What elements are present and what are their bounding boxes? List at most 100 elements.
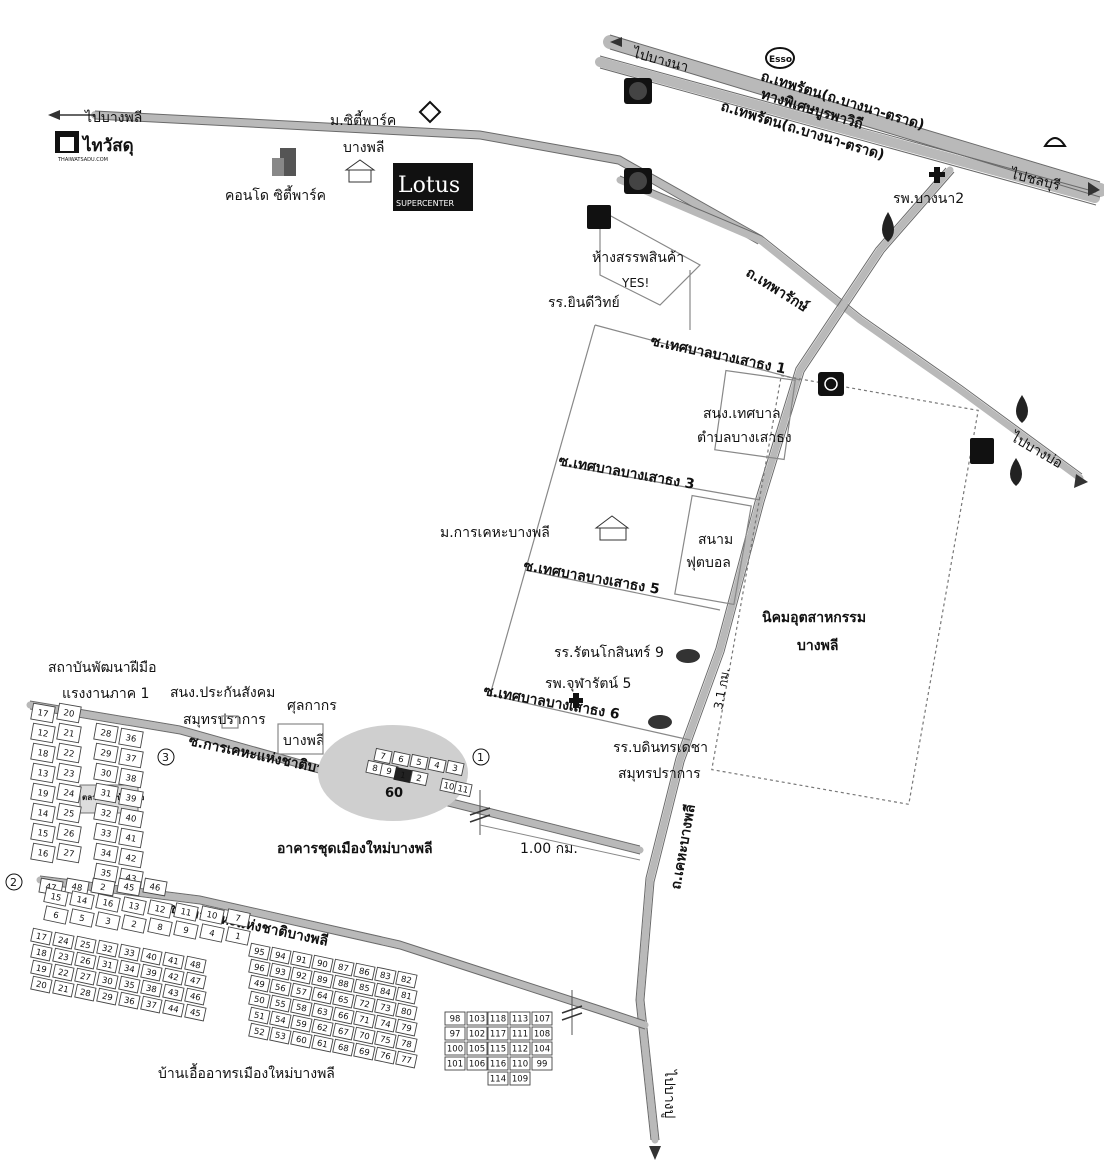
svg-text:50: 50 (253, 995, 266, 1007)
lot: 97 (444, 1026, 466, 1041)
svg-text:71: 71 (358, 1015, 371, 1027)
direction-to-bangphli: ไปบางพลี (48, 109, 142, 126)
lot: 96 (248, 958, 271, 977)
svg-text:1: 1 (399, 771, 406, 782)
svg-text:16: 16 (101, 898, 114, 910)
svg-text:47: 47 (45, 882, 57, 894)
road-kheha-bangphli-label: ถ.เคหะบางพลี (668, 803, 699, 891)
shell-icon (1043, 137, 1067, 147)
svg-text:48: 48 (189, 960, 202, 972)
svg-text:56: 56 (274, 983, 287, 995)
svg-text:14: 14 (37, 808, 49, 820)
svg-text:40: 40 (125, 813, 137, 825)
svg-text:80: 80 (400, 1007, 413, 1019)
school-yindee-label: รร.ยินดีวิทย์ (548, 294, 620, 311)
svg-text:116: 116 (490, 1060, 506, 1070)
lot: 29 (96, 987, 119, 1006)
building-icon (587, 205, 611, 229)
svg-text:32: 32 (100, 808, 112, 820)
svg-text:62: 62 (316, 1023, 329, 1035)
svg-text:76: 76 (379, 1051, 392, 1063)
svg-text:36: 36 (123, 996, 136, 1008)
lot: 22 (56, 742, 82, 764)
lot: 50 (248, 990, 271, 1009)
lot: 102 (466, 1026, 488, 1041)
lot: 94 (269, 946, 292, 965)
lot: 43 (162, 983, 185, 1002)
svg-text:7: 7 (379, 752, 386, 763)
svg-text:43: 43 (125, 873, 137, 885)
svg-text:30: 30 (100, 768, 112, 780)
lot: 57 (290, 982, 313, 1001)
svg-text:23: 23 (63, 768, 75, 780)
lot: 27 (56, 842, 82, 864)
lot: 19 (30, 782, 56, 804)
svg-text:46: 46 (189, 992, 202, 1004)
municipal-office-box (714, 369, 796, 461)
lot: 103 (466, 1011, 488, 1026)
lot: 72 (353, 994, 376, 1013)
lot: 35 (118, 975, 141, 994)
lot: 65 (332, 990, 355, 1009)
svg-text:12: 12 (153, 904, 166, 916)
svg-text:18: 18 (37, 748, 49, 760)
svg-text:25: 25 (79, 940, 92, 952)
svg-text:13: 13 (37, 768, 49, 780)
svg-text:36: 36 (125, 733, 137, 745)
road-kheha-bangphli (635, 166, 955, 1144)
svg-text:72: 72 (358, 999, 371, 1011)
svg-text:53: 53 (274, 1031, 287, 1043)
lot: 64 (311, 986, 334, 1005)
lotus-sub-label: SUPERCENTER (396, 199, 455, 208)
svg-text:8: 8 (371, 764, 378, 775)
svg-text:102: 102 (469, 1030, 485, 1040)
svg-text:118: 118 (490, 1015, 506, 1025)
house-icon (594, 515, 630, 541)
svg-text:45: 45 (189, 1008, 202, 1020)
lot: 31 (96, 955, 119, 974)
svg-text:111: 111 (512, 1030, 528, 1040)
lot: 18 (30, 742, 56, 764)
lot: 2 (409, 769, 429, 787)
svg-text:5: 5 (415, 758, 422, 769)
svg-text:9: 9 (385, 767, 392, 778)
svg-text:8: 8 (156, 923, 163, 934)
lotus-logo: Lotus SUPERCENTER (393, 163, 473, 211)
lot: 1 (393, 766, 413, 784)
lot: 4 (199, 923, 225, 943)
svg-text:98: 98 (450, 1015, 461, 1025)
social-security-label-2: สมุทรปราการ (183, 712, 266, 728)
svg-text:114: 114 (490, 1075, 506, 1085)
lot: 95 (248, 942, 271, 961)
svg-text:4: 4 (433, 761, 440, 772)
dist-100-label: 1.00 กม. (520, 841, 578, 857)
lot: 86 (353, 962, 376, 981)
social-security-label-1: สนง.ประกันสังคม (170, 685, 275, 701)
lot: 48 (184, 955, 207, 974)
hospital-chularat-label: รพ.จุฬารัตน์ 5 (545, 675, 631, 692)
svg-text:82: 82 (400, 975, 413, 987)
lot: 82 (395, 970, 418, 989)
svg-text:38: 38 (145, 984, 158, 996)
lot: 16 (30, 842, 56, 864)
lot: 34 (93, 842, 119, 864)
lot: 5 (409, 753, 429, 771)
lot: 110 (509, 1056, 531, 1071)
lot: 89 (311, 970, 334, 989)
building-icon (676, 649, 700, 663)
svg-text:92: 92 (295, 971, 308, 983)
svg-text:27: 27 (79, 972, 92, 984)
svg-text:52: 52 (253, 1027, 266, 1039)
svg-text:Esso: Esso (769, 55, 792, 65)
lot: 109 (509, 1071, 531, 1086)
svg-text:30: 30 (101, 976, 114, 988)
svg-text:83: 83 (379, 971, 392, 983)
svg-text:47: 47 (189, 976, 202, 988)
lot: 91 (290, 950, 313, 969)
marker-2: 2 (5, 873, 23, 891)
svg-text:16: 16 (37, 848, 49, 860)
svg-text:88: 88 (337, 979, 350, 991)
lot: 73 (374, 998, 397, 1017)
lot: 3 (95, 911, 121, 931)
svg-text:97: 97 (450, 1030, 461, 1040)
